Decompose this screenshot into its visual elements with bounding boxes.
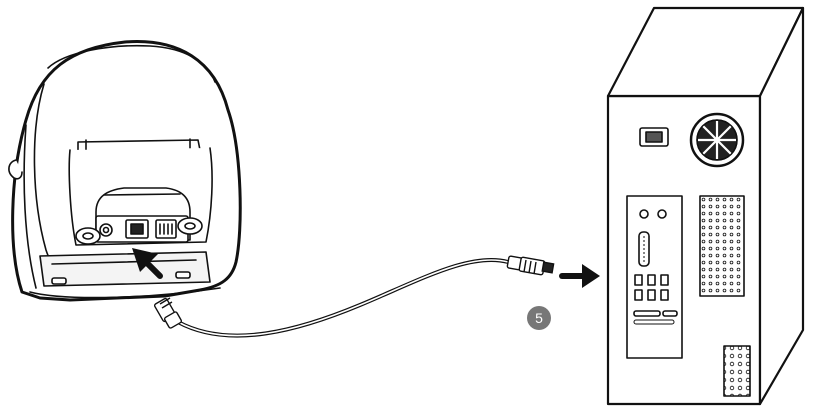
power-inlet	[639, 127, 669, 147]
vent-grille-lower	[723, 345, 751, 397]
arrow-toward-computer	[559, 264, 600, 288]
usb-plug-printer-side	[153, 297, 183, 329]
arrow-into-printer-usb-port	[132, 248, 163, 279]
fan-grille	[689, 112, 745, 168]
io-panel	[626, 195, 683, 359]
usb-plug-computer-side	[506, 255, 555, 276]
desktop-computer-tower	[606, 6, 805, 406]
step-badge-label: 5	[535, 310, 543, 326]
vent-grille-upper	[699, 195, 745, 297]
step-badge: 5	[527, 306, 551, 330]
usb-cable	[153, 255, 555, 338]
step-badge-circle	[527, 306, 551, 330]
label-printer	[8, 40, 242, 302]
